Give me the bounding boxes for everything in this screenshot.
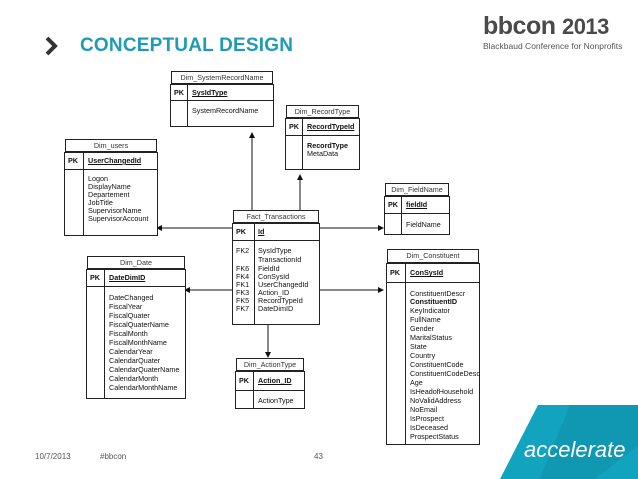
attribute: FiscalMonth [109, 329, 148, 338]
entity-record-type: Dim_RecordType PK RecordTypeId RecordTyp… [285, 105, 360, 170]
attribute: CalendarMonthName [109, 383, 178, 392]
attribute: ProspectStatus [410, 432, 459, 441]
attribute: MetaData [307, 149, 339, 158]
attribute: CalendarQuater [109, 356, 161, 365]
entity-action-type: Dim_ActionType PK Action_ID ActionType [235, 358, 305, 409]
pk-field: ConSysId [410, 268, 444, 277]
attribute: ConSysId [258, 272, 290, 281]
attribute: ConstituentID [410, 297, 458, 306]
entity-header: Dim_ActionType [236, 358, 304, 371]
entity-header: Dim_users [65, 139, 157, 152]
fk-label: FK3 [236, 288, 250, 297]
entity-users: Dim_users PK UserChangedId Logon Display… [64, 139, 158, 236]
pk-label: PK [390, 268, 400, 277]
pk-field: fieldId [406, 200, 428, 209]
entity-header: Dim_Constituent [387, 249, 479, 263]
pk-label: PK [90, 273, 100, 282]
chevron-right-icon [45, 36, 58, 56]
attribute: JobTitle [88, 198, 113, 207]
attribute: CalendarQuaterName [109, 365, 180, 374]
attribute: DisplayName [88, 182, 131, 191]
attribute: State [410, 342, 427, 351]
attribute: CalendarYear [109, 347, 153, 356]
entity-fact-transactions: Fact_Transactions PK Id FK2 FK6 FK4 FK1 … [232, 210, 320, 325]
attribute: FiscalQuaterName [109, 320, 169, 329]
accelerate-logo: accelerate [500, 405, 638, 479]
attribute: Gender [410, 324, 434, 333]
pk-field: Action_ID [258, 376, 292, 385]
pk-label: PK [68, 156, 78, 165]
logo-year: 2013 [561, 14, 609, 39]
attribute: FiscalYear [109, 302, 143, 311]
pk-field: DateDimID [109, 273, 146, 282]
attribute: Age [410, 378, 423, 387]
pk-label: PK [174, 88, 184, 97]
attribute: DateDimID [258, 304, 294, 313]
footer-hashtag: #bbcon [100, 452, 127, 461]
attribute: NoValidAddress [410, 396, 462, 405]
attribute: RecordTypeId [258, 296, 303, 305]
accelerate-text: accelerate [524, 437, 626, 462]
pk-label: PK [388, 200, 398, 209]
fk-label: FK7 [236, 304, 250, 313]
attribute: Action_ID [258, 288, 290, 297]
attribute: DateChanged [109, 293, 154, 302]
attribute: IsHeadofHousehold [410, 387, 474, 396]
attribute: MaritalStatus [410, 333, 452, 342]
attribute: NoEmail [410, 405, 438, 414]
pk-field: RecordTypeId [307, 122, 355, 131]
attribute: Departement [88, 190, 130, 199]
fk-label: FK6 [236, 264, 250, 273]
footer-date: 10/7/2013 [35, 452, 71, 461]
entity-constituent: Dim_Constituent PK ConSysId ConstituentD… [386, 249, 480, 445]
page-number: 43 [314, 452, 323, 461]
entity-header: Dim_RecordType [286, 105, 359, 118]
attribute: FieldName [406, 220, 441, 229]
entity-field-name: Dim_FieldName PK fieldId FieldName [384, 183, 450, 235]
entity-header: Dim_FieldName [385, 183, 449, 196]
attribute: UserChangedId [258, 280, 309, 289]
attribute: Logon [88, 174, 108, 183]
pk-field: Id [258, 227, 265, 236]
pk-label: PK [289, 122, 299, 131]
attribute: RecordType [307, 141, 349, 150]
attribute: Country [410, 351, 436, 360]
attribute: ActionType [258, 396, 294, 405]
pk-label: PK [236, 227, 246, 236]
attribute: FiscalQuater [109, 311, 150, 320]
fk-label: FK2 [236, 246, 250, 255]
pk-field: SysIdType [192, 88, 228, 97]
bbcon-logo: bbcon 2013 Blackbaud Conference for Nonp… [483, 12, 633, 54]
entity-header: Dim_Date [87, 256, 185, 269]
attribute: ConstituentCode [410, 360, 464, 369]
attribute: CalendarMonth [109, 374, 159, 383]
attribute: ConstituentCodeDesc [410, 369, 480, 378]
slide-title: CONCEPTUAL DESIGN [80, 35, 294, 56]
pk-label: PK [239, 376, 249, 385]
attribute: FiscalMonthName [109, 338, 167, 347]
logo-brand: bbcon [483, 12, 556, 40]
attribute: TransactionId [258, 255, 302, 264]
attribute: SysIdType [258, 246, 292, 255]
attribute: SystemRecordName [192, 106, 259, 115]
fk-label: FK4 [236, 272, 250, 281]
fk-label: FK5 [236, 296, 250, 305]
attribute: IsDeceased [410, 423, 448, 432]
pk-field: UserChangedId [88, 156, 142, 165]
entity-date: Dim_Date PK DateDimID DateChanged Fiscal… [86, 256, 186, 399]
attribute: SupervisorName [88, 206, 142, 215]
fk-label: FK1 [236, 280, 250, 289]
logo-tagline: Blackbaud Conference for Nonprofits [483, 41, 623, 51]
attribute: FieldId [258, 264, 280, 273]
entity-system-record-name: Dim_SystemRecordName PK SysIdType System… [170, 71, 274, 127]
entity-header: Fact_Transactions [233, 210, 319, 223]
attribute: IsProspect [410, 414, 444, 423]
attribute: KeyIndicator [410, 306, 450, 315]
attribute: ConstituentDescr [410, 289, 466, 298]
attribute: SupervisorAccount [88, 214, 149, 223]
entity-header: Dim_SystemRecordName [171, 71, 273, 84]
attribute: FullName [410, 315, 441, 324]
